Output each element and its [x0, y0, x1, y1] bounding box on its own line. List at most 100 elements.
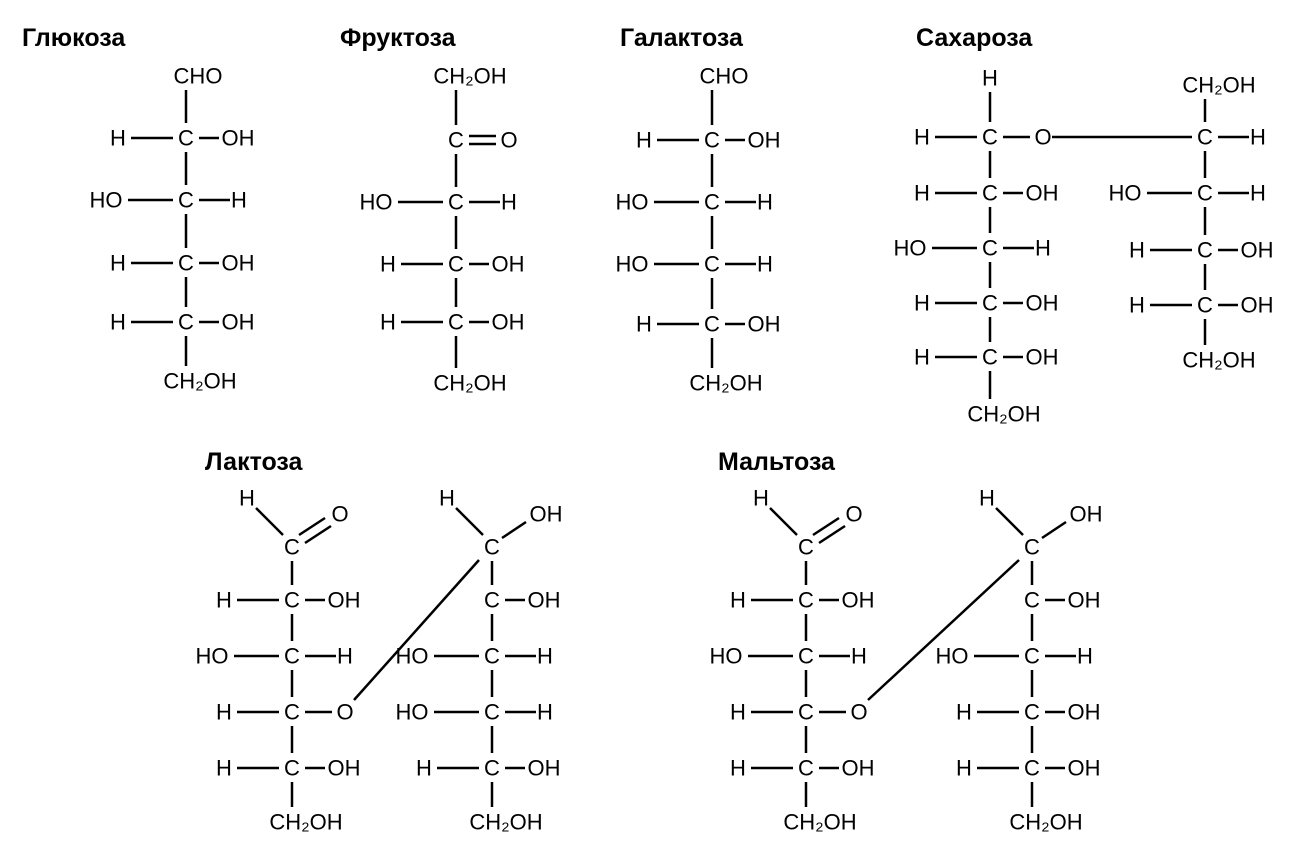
atom-label: O	[336, 700, 353, 725]
bond	[501, 520, 527, 540]
label-maltose: Мальтоза	[718, 448, 835, 476]
atom-label: C	[1197, 125, 1213, 150]
atom-label: OH	[1068, 700, 1101, 725]
atom-label: HO	[616, 190, 649, 215]
atom-label: OH	[1070, 502, 1103, 527]
bond	[867, 559, 1020, 701]
atom-label: C	[484, 588, 500, 613]
atom-label: H	[380, 252, 396, 277]
atom-label: CHO	[700, 64, 749, 89]
atom-label: H	[501, 190, 517, 215]
bond	[455, 507, 484, 536]
atom-label: HO	[396, 700, 429, 725]
atom-label: C	[448, 128, 464, 153]
bond	[995, 507, 1024, 536]
atom-label: H	[914, 345, 930, 370]
atom-label: C	[704, 252, 720, 277]
atom-label: H	[730, 700, 746, 725]
atom-label: OH	[1026, 181, 1059, 206]
atom-label: C	[1197, 238, 1213, 263]
bond	[255, 507, 284, 536]
atom-label: C	[284, 644, 300, 669]
atom-label: C	[284, 588, 300, 613]
atom-label: O	[850, 700, 867, 725]
atom-label: OH	[842, 756, 875, 781]
atom-label: H	[231, 188, 247, 213]
atom-label: OH	[1026, 291, 1059, 316]
atom-label: C	[798, 756, 814, 781]
label-fructose: Фруктоза	[340, 24, 456, 52]
label-sucrose: Сахароза	[916, 24, 1033, 52]
bond	[353, 559, 480, 701]
atom-label: C	[982, 345, 998, 370]
atom-label: CH₂OH	[163, 369, 236, 394]
atom-label: C	[1197, 181, 1213, 206]
atom-label: CH₂OH	[1182, 73, 1255, 98]
atom-label: O	[1034, 125, 1051, 150]
atom-label: H	[416, 756, 432, 781]
atom-label: C	[178, 188, 194, 213]
atom-label: OH	[1068, 756, 1101, 781]
atom-label: OH	[1068, 588, 1101, 613]
atom-label: OH	[328, 756, 361, 781]
atom-label: C	[704, 128, 720, 153]
bond	[1041, 520, 1067, 540]
atom-label: C	[704, 190, 720, 215]
atom-label: OH	[530, 502, 563, 527]
atom-label: CH₂OH	[269, 810, 342, 835]
atom-label: OH	[222, 251, 255, 276]
atom-label: H	[851, 644, 867, 669]
atom-label: H	[914, 181, 930, 206]
atom-label: H	[757, 252, 773, 277]
atom-label: H	[1250, 125, 1266, 150]
atom-label: HO	[1109, 181, 1142, 206]
atom-label: O	[331, 502, 348, 527]
atom-label: OH	[492, 252, 525, 277]
atom-label: C	[284, 700, 300, 725]
atom-label: C	[798, 700, 814, 725]
atom-label: OH	[1241, 293, 1274, 318]
atom-label: OH	[748, 312, 781, 337]
atom-label: C	[704, 312, 720, 337]
atom-label: C	[1024, 644, 1040, 669]
atom-label: H	[537, 700, 553, 725]
atom-label: OH	[842, 588, 875, 613]
atom-label: C	[484, 644, 500, 669]
atom-label: H	[730, 588, 746, 613]
atom-label: OH	[328, 588, 361, 613]
atom-label: CH₂OH	[469, 810, 542, 835]
atom-label: OH	[222, 126, 255, 151]
atom-label: H	[216, 588, 232, 613]
bond	[818, 524, 846, 545]
label-lactose: Лактоза	[205, 448, 303, 476]
bond	[304, 524, 332, 545]
atom-label: H	[757, 190, 773, 215]
atom-label: HO	[360, 190, 393, 215]
atom-label: C	[982, 291, 998, 316]
atom-label: H	[636, 312, 652, 337]
atom-label: C	[448, 190, 464, 215]
atom-label: CH₂OH	[689, 371, 762, 396]
atom-label: CH₂OH	[967, 402, 1040, 427]
atom-label: H	[216, 700, 232, 725]
atom-label: HO	[616, 252, 649, 277]
atom-label: C	[484, 700, 500, 725]
atom-label: C	[484, 535, 500, 560]
atom-label: CHO	[174, 64, 223, 89]
atom-label: HO	[894, 236, 927, 261]
atom-label: H	[1129, 293, 1145, 318]
atom-label: OH	[1241, 238, 1274, 263]
atom-label: C	[798, 644, 814, 669]
atom-label: CH₂OH	[1009, 810, 1082, 835]
atom-label: H	[979, 486, 995, 511]
atom-label: C	[284, 756, 300, 781]
atom-label: CH₂OH	[433, 371, 506, 396]
atom-label: H	[110, 251, 126, 276]
atom-label: C	[1024, 535, 1040, 560]
